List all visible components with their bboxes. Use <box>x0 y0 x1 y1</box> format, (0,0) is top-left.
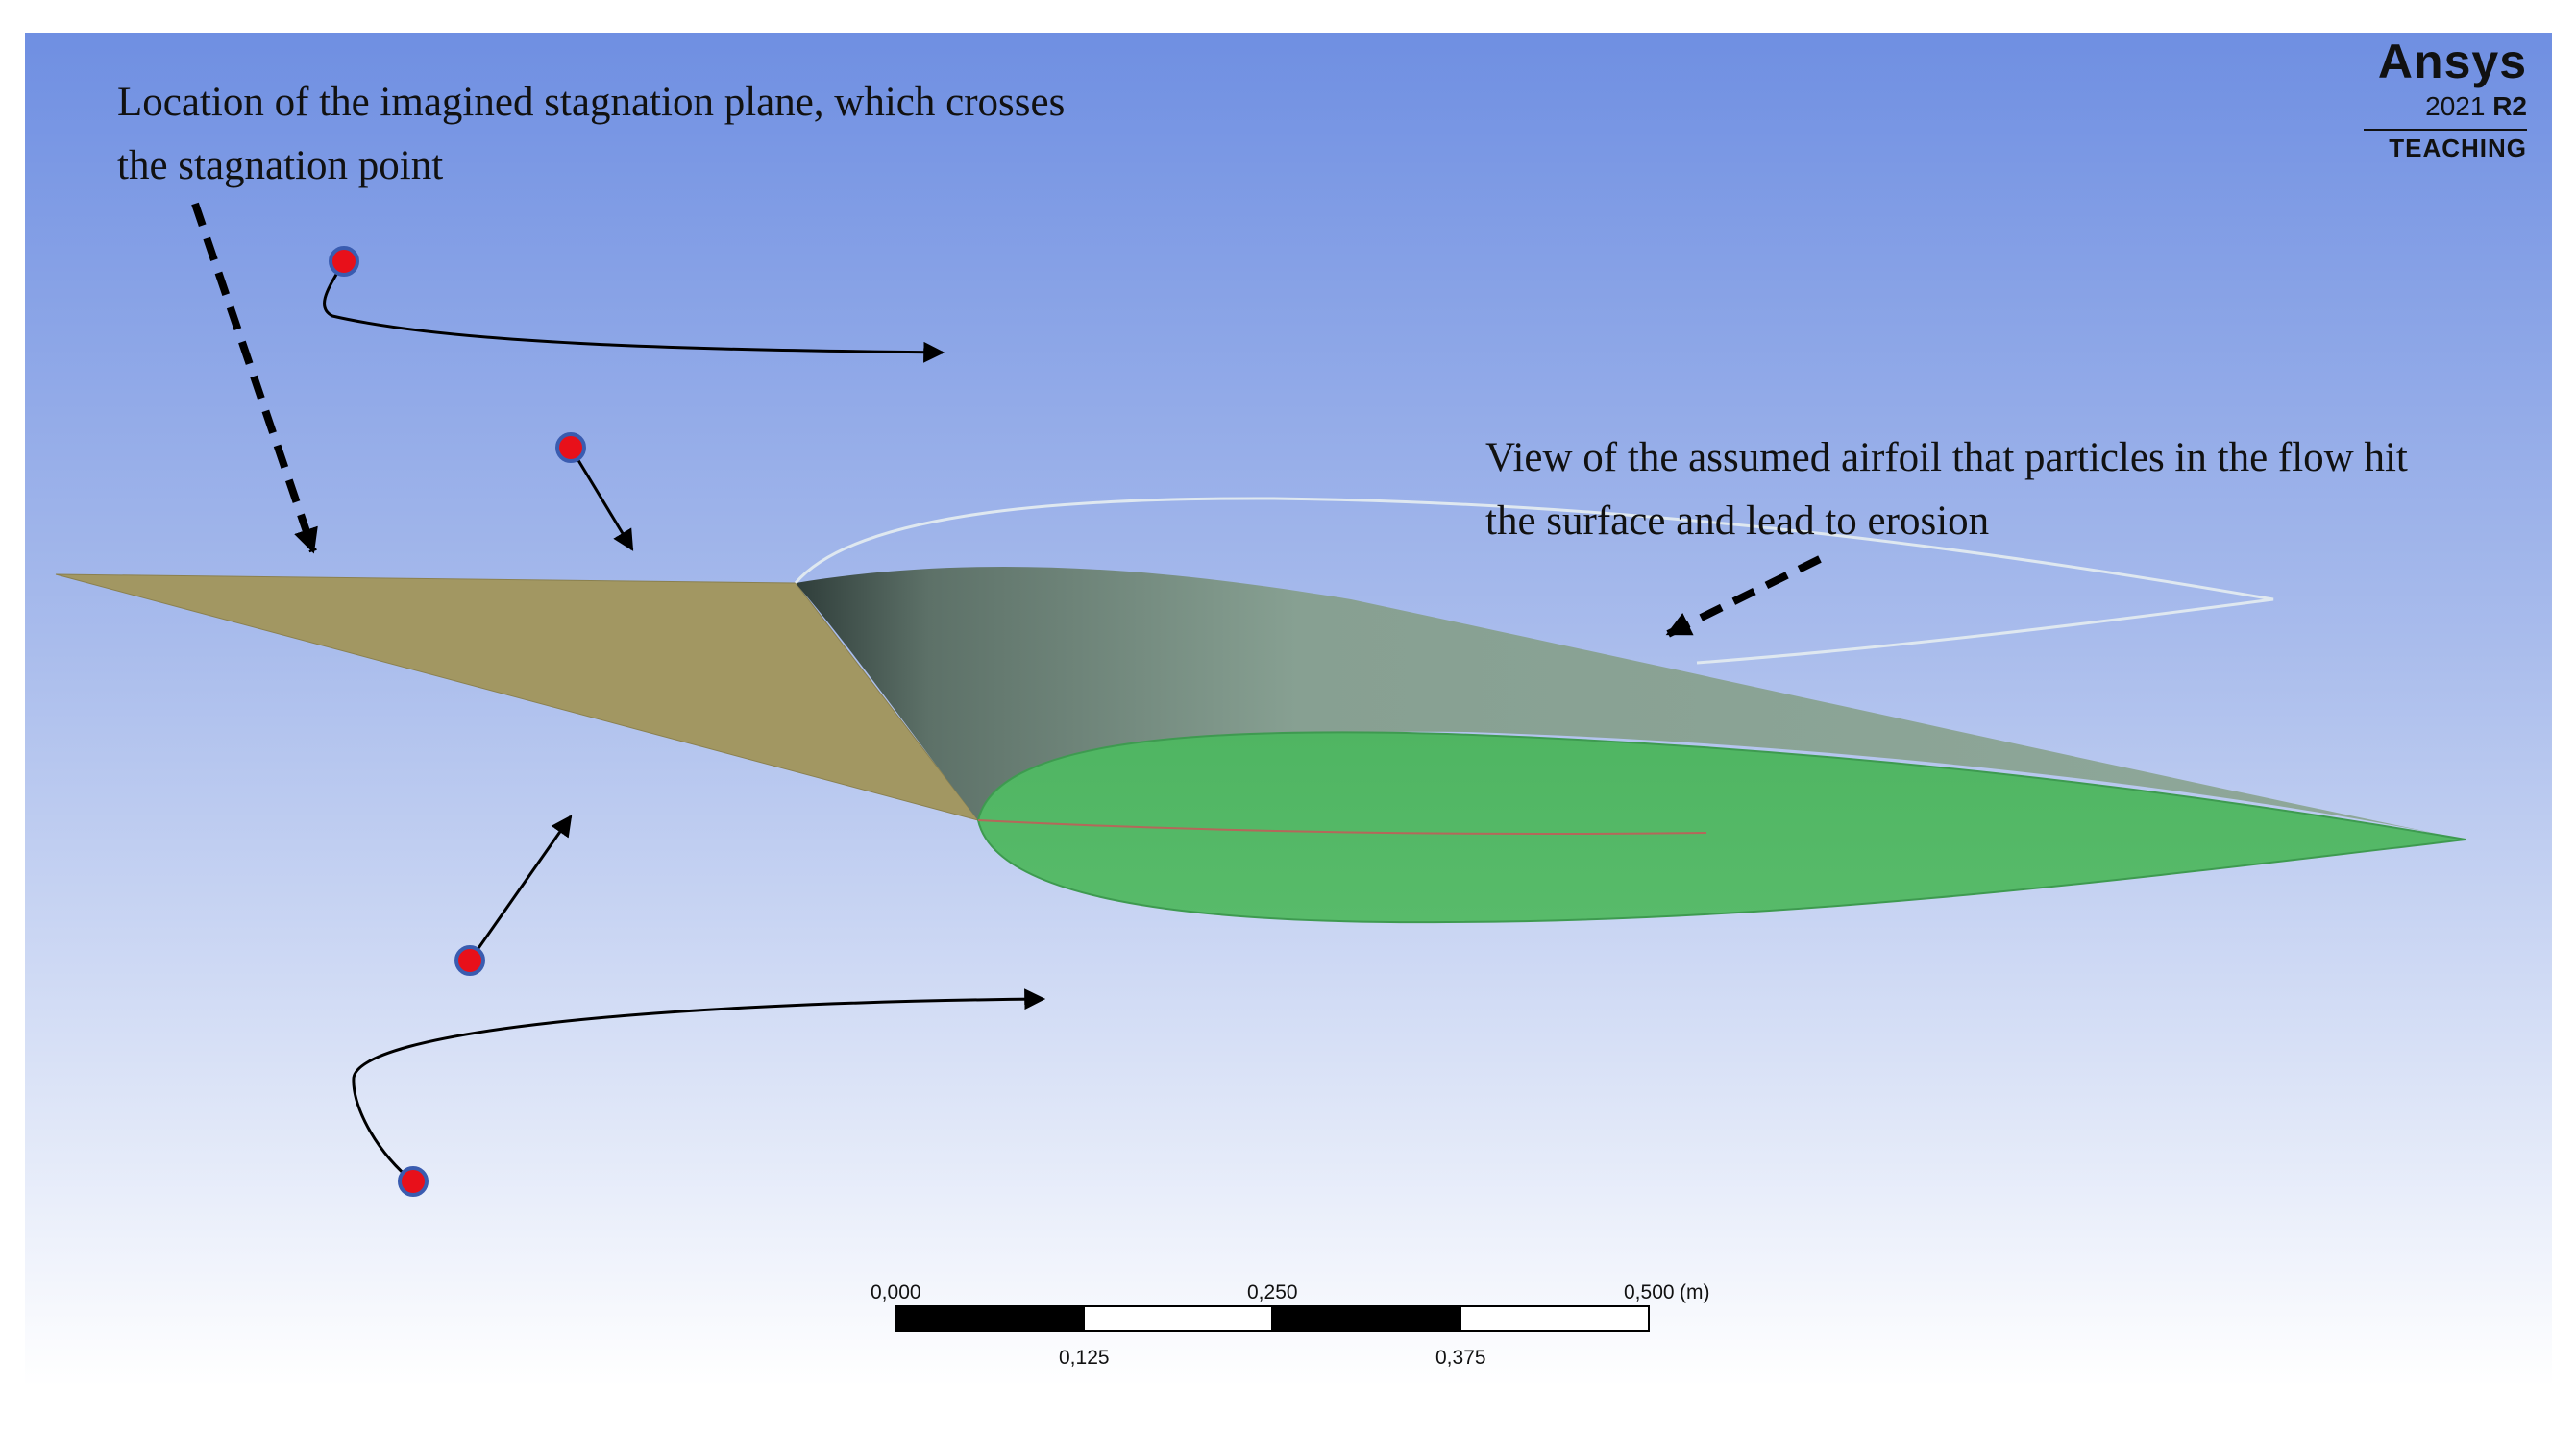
airfoil-outline-curve <box>794 497 2274 665</box>
particle-2 <box>555 432 586 463</box>
particle-path-upper <box>569 447 634 551</box>
particle-4 <box>398 1166 429 1197</box>
airfoil-view-label: View of the assumed airfoil that particl… <box>1485 435 2408 544</box>
airfoil-upper-surface <box>796 566 2466 840</box>
scale-bar: 0,000 0,250 0,500 (m) 0,125 0,375 <box>871 1281 1709 1369</box>
graphics-viewport[interactable]: 0,000 0,250 0,500 (m) 0,125 0,375 Locati… <box>25 33 2552 1387</box>
scale-tick-125: 0,125 <box>1059 1347 1110 1369</box>
scale-tick-0: 0,000 <box>871 1281 921 1303</box>
logo-version: 2021 R2 <box>2364 90 2527 131</box>
ansys-logo: Ansys 2021 R2 TEACHING <box>2364 33 2527 165</box>
particle-1 <box>329 246 359 277</box>
logo-year: 2021 <box>2425 91 2486 121</box>
logo-edition: TEACHING <box>2389 134 2527 162</box>
logo-release: R2 <box>2492 91 2527 121</box>
airfoil-cross-section <box>976 731 2466 924</box>
stagnation-arrow <box>191 202 318 554</box>
scale-tick-500: 0,500 <box>1624 1281 1675 1303</box>
logo-brand: Ansys <box>2377 35 2527 88</box>
scale-unit: (m) <box>1680 1281 1709 1303</box>
particle-path-top <box>323 260 945 363</box>
camber-line <box>977 819 1707 836</box>
scale-tick-375: 0,375 <box>1435 1347 1486 1369</box>
particle-path-bottom <box>352 988 1046 1183</box>
scale-tick-250: 0,250 <box>1247 1281 1298 1303</box>
stagnation-plane <box>55 573 980 821</box>
airfoil-arrow <box>1665 555 1822 638</box>
particle-path-lower <box>468 815 573 961</box>
stagnation-plane-label: Location of the imagined stagnation plan… <box>117 80 1066 188</box>
scene-drawing: 0,000 0,250 0,500 (m) 0,125 0,375 <box>55 202 2466 1369</box>
particle-3 <box>454 945 485 976</box>
